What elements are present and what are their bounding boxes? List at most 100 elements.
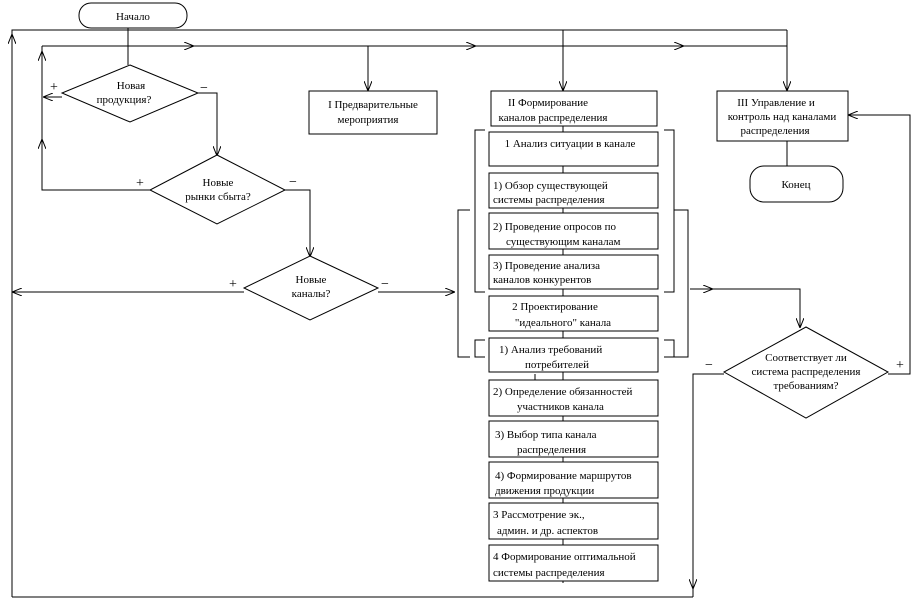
step-competitors: 3) Проведение анализа каналов конкуренто… xyxy=(488,254,659,290)
step-surveys-line-2: существующим каналам xyxy=(506,236,620,248)
start-terminal: Начало xyxy=(78,2,188,29)
step-channel-type: 3) Выбор типа канала распределения xyxy=(488,420,659,458)
stage-2-line-2: каналов распределения xyxy=(499,112,608,124)
step-routes-line-2: движения продукции xyxy=(495,485,594,497)
end-label: Конец xyxy=(782,179,811,191)
step-analysis: 1 Анализ ситуации в канале xyxy=(488,131,659,167)
step-optimal-system: 4 Формирование оптимальной системы распр… xyxy=(488,544,659,582)
step-competitors-shape xyxy=(488,254,659,290)
stage-2-shape xyxy=(490,90,658,127)
decision-shape xyxy=(242,255,380,321)
step-requirements-shape xyxy=(488,337,659,373)
step-responsibilities-line-2: участников канала xyxy=(517,401,604,413)
sign-meets-requirements-minus: − xyxy=(705,358,713,373)
step-routes-line-1: 4) Формирование маршрутов xyxy=(495,470,632,482)
stage-1-shape xyxy=(308,90,438,135)
stage-3-line-2: контроль над каналами xyxy=(728,111,837,123)
connector-verification-no xyxy=(692,373,724,597)
sign-new-channels-minus: − xyxy=(381,277,389,292)
stage-3-line-3: распределения xyxy=(740,125,809,137)
step-ideal-channel-shape xyxy=(488,295,659,332)
step-optimal-system-line-1: 4 Формирование оптимальной xyxy=(493,551,636,563)
step-responsibilities-shape xyxy=(488,379,659,417)
decision-new-product-line-2: продукция? xyxy=(97,94,152,106)
start-shape xyxy=(78,2,188,29)
end-terminal: Конец xyxy=(749,165,844,203)
decision-new-markets-line-2: рынки сбыта? xyxy=(185,191,251,203)
arrow-to-verification xyxy=(690,288,800,327)
bracket-right-outer xyxy=(674,209,689,358)
step-optimal-system-shape xyxy=(488,544,659,582)
step-ideal-channel: 2 Проектирование "идеального" канала xyxy=(488,295,659,332)
step-analysis-line-1: 1 Анализ ситуации в канале xyxy=(505,138,636,150)
step-review-system: 1) Обзор существующей системы распределе… xyxy=(488,172,659,209)
step-review-system-line-1: 1) Обзор существующей xyxy=(493,180,608,192)
sign-new-markets-minus: − xyxy=(289,175,297,190)
sign-new-product-minus: − xyxy=(200,81,208,96)
step-competitors-line-1: 3) Проведение анализа xyxy=(493,260,600,272)
decision-meets-requirements-line-2: система распределения xyxy=(752,366,861,378)
start-label: Начало xyxy=(116,11,150,23)
decision-meets-requirements: Соответствует ли система распределения т… xyxy=(722,326,890,419)
sign-new-markets-plus: + xyxy=(136,176,144,191)
step-aspects-line-2: админ. и др. аспектов xyxy=(497,525,598,537)
decision-new-product-line-1: Новая xyxy=(117,80,145,92)
decision-signs: + − + − + − − + xyxy=(50,80,904,373)
decision-meets-requirements-line-1: Соответствует ли xyxy=(765,352,847,364)
decision-new-markets: Новые рынки сбыта? xyxy=(148,154,287,225)
step-requirements-line-2: потребителей xyxy=(525,359,589,371)
step-responsibilities-line-1: 2) Определение обязанностей xyxy=(493,386,632,398)
step-channel-type-shape xyxy=(488,420,659,458)
step-optimal-system-line-2: системы распределения xyxy=(493,567,605,579)
step-competitors-line-2: каналов конкурентов xyxy=(493,274,591,286)
stage-2-box: II Формирование каналов распределения xyxy=(490,90,658,127)
decision-new-channels-line-2: каналы? xyxy=(292,288,331,300)
stage-3-box: III Управление и контроль над каналами р… xyxy=(716,90,849,142)
decision-new-markets-line-1: Новые xyxy=(203,177,234,189)
step-surveys-shape xyxy=(488,212,659,250)
decision-shape xyxy=(148,154,287,225)
step-analysis-shape xyxy=(488,131,659,167)
decision-shape xyxy=(60,64,200,123)
step-responsibilities: 2) Определение обязанностей участников к… xyxy=(488,379,659,417)
stage-1-line-2: мероприятия xyxy=(338,114,399,126)
step-surveys: 2) Проведение опросов по существующим ка… xyxy=(488,212,659,250)
step-aspects-line-1: 3 Рассмотрение эк., xyxy=(493,509,585,521)
sign-meets-requirements-plus: + xyxy=(896,358,904,373)
decision-meets-requirements-line-3: требованиям? xyxy=(773,380,838,392)
connector-outer-frame xyxy=(11,29,787,597)
bracket-right-requirements xyxy=(664,339,675,358)
step-channel-type-line-1: 3) Выбор типа канала xyxy=(495,429,597,441)
stage-1-line-1: I Предварительные xyxy=(328,99,418,111)
sign-new-product-plus: + xyxy=(50,80,58,95)
decision-new-channels: Новые каналы? xyxy=(242,255,380,321)
step-surveys-line-1: 2) Проведение опросов по xyxy=(493,221,616,233)
step-ideal-channel-line-2: "идеального" канала xyxy=(515,317,611,329)
stage-2-line-1: II Формирование xyxy=(508,97,588,109)
connector-left-loop xyxy=(41,46,152,191)
bracket-left-outer xyxy=(457,209,470,358)
stage-3-line-1: III Управление и xyxy=(737,97,815,109)
stage-3-shape xyxy=(716,90,849,142)
stage-1-box: I Предварительные мероприятия xyxy=(308,90,438,135)
decision-shape xyxy=(722,326,890,419)
step-review-system-shape xyxy=(488,172,659,209)
decision-new-channels-line-1: Новые xyxy=(296,274,327,286)
arrow-verification-yes xyxy=(849,115,911,375)
step-requirements: 1) Анализ требований потребителей xyxy=(488,337,659,373)
step-routes-shape xyxy=(488,461,659,499)
step-review-system-line-2: системы распределения xyxy=(493,194,605,206)
bracket-left-analysis xyxy=(474,129,485,293)
step-routes: 4) Формирование маршрутов движения проду… xyxy=(488,461,659,499)
step-requirements-line-1: 1) Анализ требований xyxy=(499,344,602,356)
step-aspects-shape xyxy=(488,502,659,540)
step-ideal-channel-line-1: 2 Проектирование xyxy=(512,301,598,313)
step-aspects: 3 Рассмотрение эк., админ. и др. аспекто… xyxy=(488,502,659,540)
bracket-right-analysis xyxy=(664,129,675,293)
arrow-new-product-no xyxy=(198,92,217,155)
bracket-left-requirements xyxy=(474,339,485,358)
end-shape xyxy=(749,165,844,203)
decision-new-product: Новая продукция? xyxy=(60,64,200,123)
